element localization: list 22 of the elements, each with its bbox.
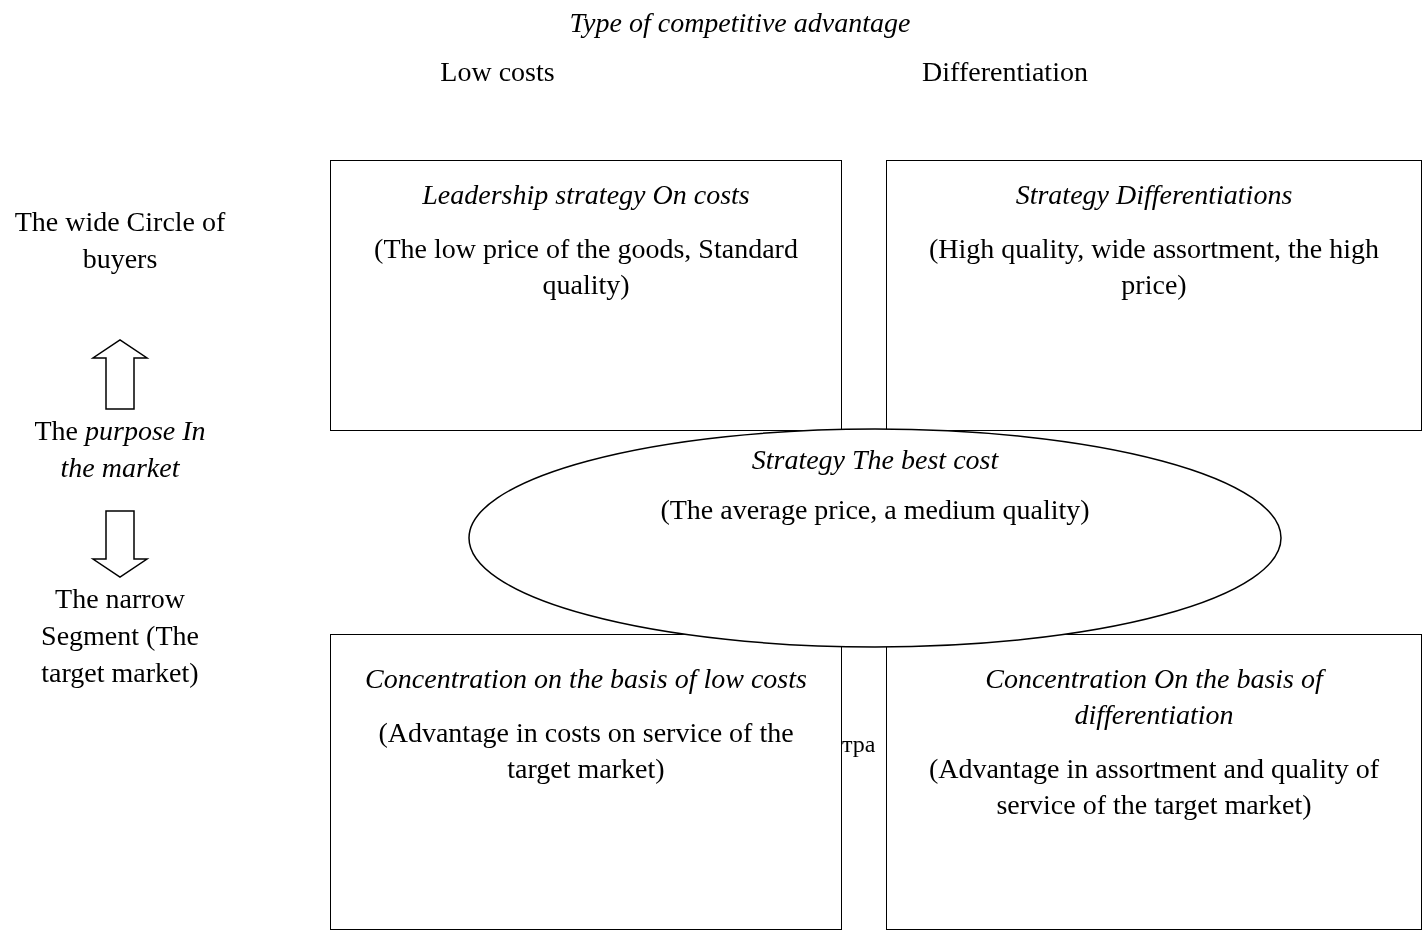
strategy-heading: Concentration on the basis of low costs: [364, 662, 808, 696]
block-arrow: [90, 510, 150, 578]
strategy-description: (High quality, wide assortment, the high price): [928, 232, 1380, 302]
strategy-heading: Strategy Differentiations: [1014, 178, 1294, 212]
column-heading: Differentiation: [921, 55, 1089, 89]
axis-label: The purpose In the market: [20, 412, 220, 508]
axis-label: The wide Circle of buyers: [0, 203, 240, 337]
axis-label: The narrow Segment (The target market): [20, 580, 220, 730]
strategy-heading: Leadership strategy On costs: [421, 178, 751, 212]
diagram-title: Type of competitive advantage: [568, 6, 912, 40]
strategy-description: (The average price, a medium quality): [659, 493, 1091, 527]
strategy-description: (Advantage in assortment and quality of service of the target market): [927, 752, 1381, 822]
strategy-heading: Concentration On the basis of differentiation: [917, 661, 1391, 733]
block-arrow: [90, 339, 150, 410]
strategy-box: [886, 160, 1422, 431]
strategy-box: [330, 160, 842, 431]
strategy-heading: Strategy The best cost: [750, 443, 1000, 477]
strategy-description: (The low price of the goods, Standard quality): [373, 232, 799, 302]
column-heading: Low costs: [439, 55, 556, 89]
strategy-box: [886, 634, 1422, 930]
strategy-box: [330, 634, 842, 930]
strategy-description: (Advantage in costs on service of the target market): [377, 716, 795, 786]
